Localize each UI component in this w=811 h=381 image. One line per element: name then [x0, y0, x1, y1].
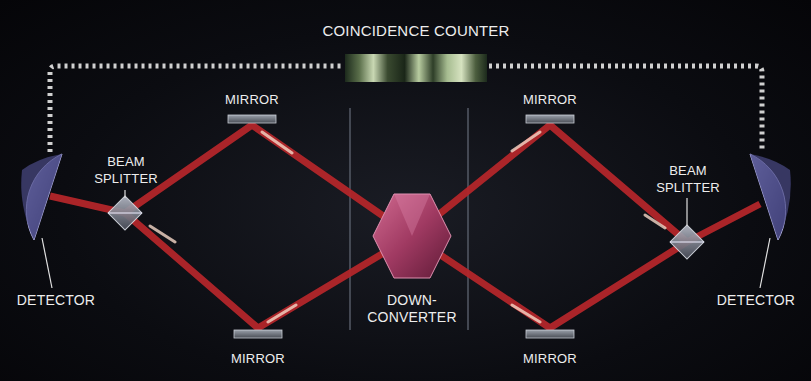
part-label: BEAM SPLITTER	[81, 153, 171, 187]
crystal-facet	[394, 194, 430, 236]
part-label: DETECTOR	[11, 292, 101, 309]
counter-label: COINCIDENCE COUNTER	[286, 22, 546, 39]
detector-dish	[21, 154, 62, 240]
mirror	[526, 115, 574, 123]
signal-wire	[489, 66, 762, 152]
detector-dish	[750, 154, 791, 240]
beam-splitter-cube	[108, 196, 142, 230]
part-label: DOWN-CONVERTER	[362, 292, 462, 326]
part-label: MIRROR	[510, 91, 590, 108]
part-label: MIRROR	[218, 350, 298, 367]
light-beam	[50, 125, 412, 236]
counter-display	[345, 54, 487, 82]
light-beam	[50, 125, 760, 328]
mirror	[228, 115, 276, 123]
part-label: DETECTOR	[711, 292, 801, 309]
leader-line	[42, 190, 770, 288]
divider-line	[467, 108, 469, 330]
divider-line	[349, 108, 351, 330]
mirror	[234, 330, 282, 338]
beam-splitter-cube	[670, 225, 704, 259]
part-label: MIRROR	[510, 350, 590, 367]
part-label: MIRROR	[212, 91, 292, 108]
down-converter-crystal	[373, 194, 451, 278]
part-label: BEAM SPLITTER	[643, 162, 733, 196]
light-beam	[412, 125, 760, 242]
signal-wire	[50, 66, 343, 152]
mirror	[526, 330, 574, 338]
